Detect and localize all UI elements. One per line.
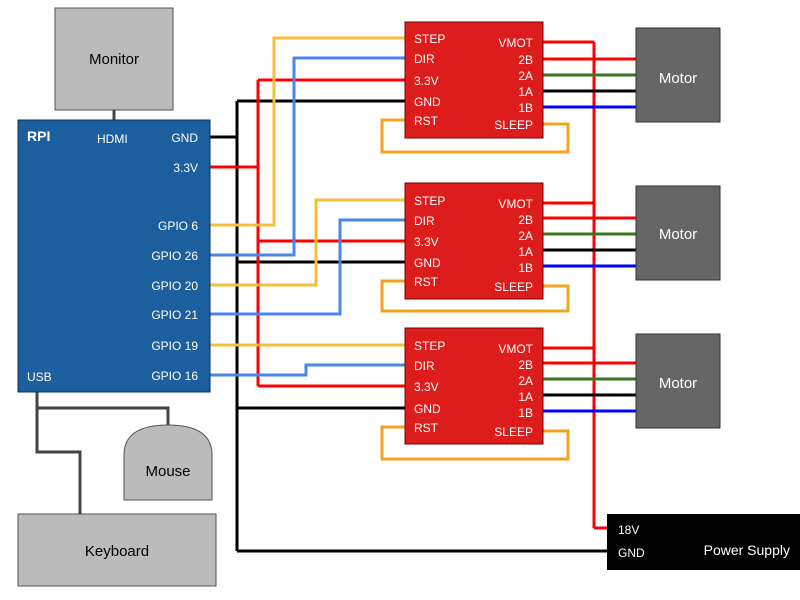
driver-1a-label: 1A [518,85,533,99]
gnd-wires [210,99,610,553]
peripheral-cables [35,110,170,514]
psu-title: Power Supply [704,542,790,558]
driver-dir-label: DIR [414,359,435,373]
driver-sleep-label: SLEEP [494,118,533,132]
v33-wires [210,78,405,388]
motor-2-label: Motor [659,226,697,243]
dir-wires [210,56,405,377]
step-wires [210,36,405,347]
rpi-3v3-label: 3.3V [173,161,198,175]
driver-1b-label: 1B [518,261,533,275]
monitor-box [54,7,174,111]
driver-step-label: STEP [414,32,445,46]
driver-rst-label: RST [414,114,439,128]
driver-dir-label: DIR [414,214,435,228]
driver-board [404,21,544,139]
driver-3v3-label: 3.3V [414,235,439,249]
driver-2a-label: 2A [518,229,533,243]
mouse-label: Mouse [145,463,190,480]
driver-board [404,327,544,445]
driver-vmot-label: VMOT [498,197,533,211]
driver-board [404,182,544,300]
driver-2b-label: 2B [518,358,533,372]
rpi-usb-label: USB [27,370,52,384]
driver-2b-label: 2B [518,53,533,67]
rpi-title: RPI [27,128,50,144]
keyboard-box [17,513,217,587]
psu-gnd-label: GND [618,546,645,560]
driver-step-label: STEP [414,194,445,208]
driver-gnd-label: GND [414,95,441,109]
monitor-label: Monitor [89,51,139,68]
driver-1b-label: 1B [518,406,533,420]
rpi-gpio21-label: GPIO 21 [151,308,198,322]
driver-step-label: STEP [414,339,445,353]
rpi-board [17,119,211,393]
motor-2-box [635,185,721,281]
rpi-gpio6-label: GPIO 6 [158,219,198,233]
rpi-gnd-label: GND [171,131,198,145]
motor-1-label: Motor [659,70,697,87]
driver-3: STEP DIR 3.3V GND RST VMOT 2B 2A 1A 1B S… [404,327,544,445]
driver-rst-label: RST [414,275,439,289]
motor-3-label: Motor [659,375,697,392]
rpi-hdmi-label: HDMI [97,132,128,146]
driver-2b-label: 2B [518,213,533,227]
rpi-gpio26-label: GPIO 26 [151,249,198,263]
driver-2a-label: 2A [518,374,533,388]
driver-vmot-label: VMOT [498,342,533,356]
driver-gnd-label: GND [414,402,441,416]
power-supply-box [607,514,800,570]
driver-gnd-label: GND [414,256,441,270]
driver-1: STEP DIR 3.3V GND RST VMOT 2B 2A 1A 1B S… [404,21,544,139]
rpi-gpio19-label: GPIO 19 [151,339,198,353]
driver-rst-label: RST [414,421,439,435]
driver-2a-label: 2A [518,69,533,83]
motor-3-box [635,333,721,429]
rst-sleep-loops [380,118,570,461]
rpi-gpio16-label: GPIO 16 [151,369,198,383]
psu-18v-label: 18V [618,523,639,537]
driver-1a-label: 1A [518,245,533,259]
rpi-gpio20-label: GPIO 20 [151,279,198,293]
driver-vmot-label: VMOT [498,36,533,50]
wires [210,36,636,553]
driver-dir-label: DIR [414,52,435,66]
driver-1a-label: 1A [518,390,533,404]
driver-1b-label: 1B [518,101,533,115]
driver-sleep-label: SLEEP [494,280,533,294]
motor-coil-wires [543,57,636,413]
driver-2: STEP DIR 3.3V GND RST VMOT 2B 2A 1A 1B S… [404,182,544,300]
driver-sleep-label: SLEEP [494,425,533,439]
driver-3v3-label: 3.3V [414,74,439,88]
motor-1-box [635,27,721,123]
keyboard-label: Keyboard [85,543,149,560]
driver-3v3-label: 3.3V [414,380,439,394]
